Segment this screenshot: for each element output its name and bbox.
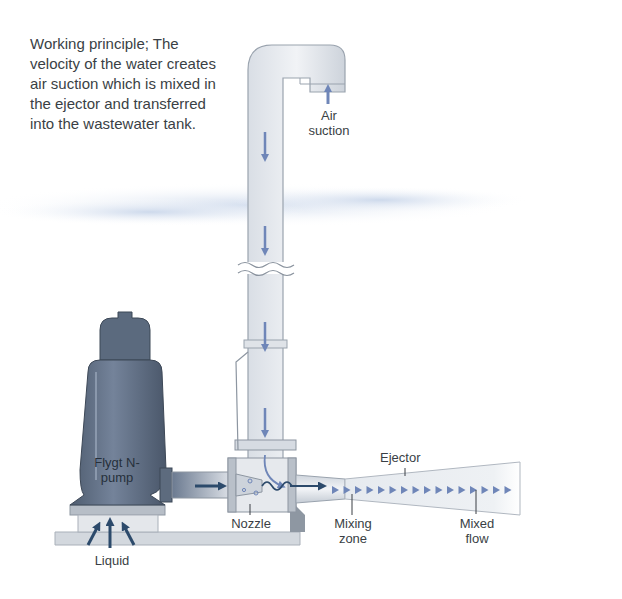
flow-triangle [482,486,489,494]
flow-triangle [459,486,466,494]
flow-triangle [355,486,362,494]
flow-triangle [505,486,512,494]
pump-name: Flygt N-pump [82,455,152,485]
flow-triangle [367,486,374,494]
part-label: Liquid [90,553,134,568]
flow-triangle [436,486,443,494]
flow-triangle [413,486,420,494]
flow-triangle [401,486,408,494]
flow-triangle [390,486,397,494]
part-label: Ejector [380,450,440,465]
part-label: Air suction [306,108,352,138]
flow-triangle [424,486,431,494]
pump-body: Flygt N-pump [82,455,152,485]
flow-triangle [378,486,385,494]
note-text: Working principle; The velocity of the w… [30,34,222,134]
part-label: Mixing zone [330,516,376,546]
flow-triangle [447,486,454,494]
flow-triangle [493,486,500,494]
part-label: Nozzle [226,516,276,531]
flow-triangle [344,486,351,494]
part-label: Mixed flow [452,516,502,546]
flow-triangle [332,486,339,494]
